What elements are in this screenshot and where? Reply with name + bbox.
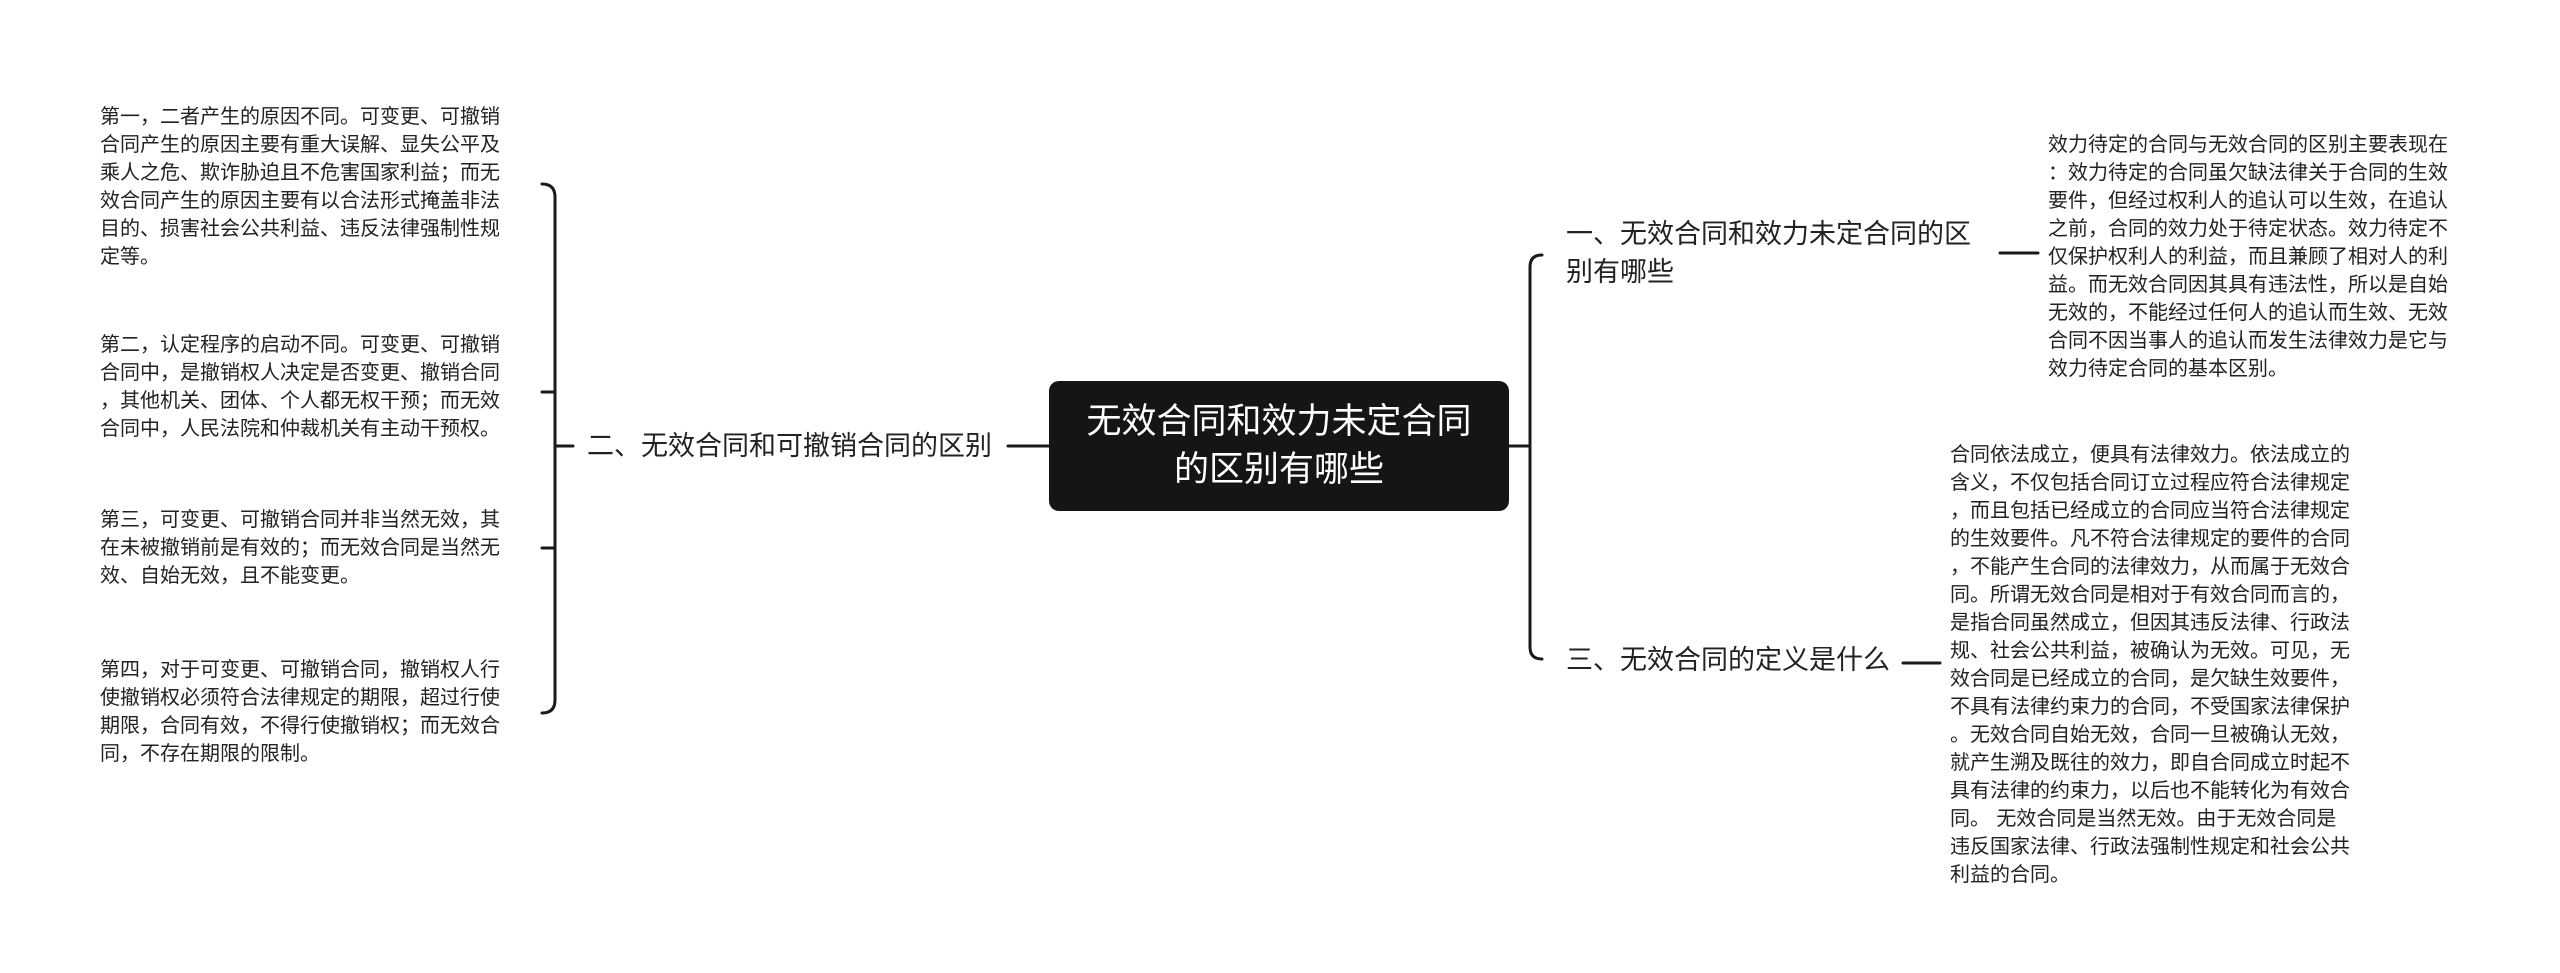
leaf-2-2-text: 第二，认定程序的启动不同。可变更、可撤销 合同中，是撤销权人决定是否变更、撤销合… (100, 332, 500, 440)
leaf-3-1[interactable]: 合同依法成立，便具有法律效力。依法成立的 含义，不仅包括合同订立过程应符合法律规… (1950, 440, 2350, 888)
connector-right-trunk (1528, 253, 1544, 661)
leaf-1-1[interactable]: 效力待定的合同与无效合同的区别主要表现在 ：效力待定的合同虽欠缺法律关于合同的生… (2048, 130, 2448, 382)
branch-2-label: 二、无效合同和可撤销合同的区别 (587, 431, 992, 462)
branch-3-label: 三、无效合同的定义是什么 (1566, 645, 1890, 676)
leaf-2-1[interactable]: 第一，二者产生的原因不同。可变更、可撤销 合同产生的原因主要有重大误解、显失公平… (100, 102, 500, 270)
branch-3[interactable]: 三、无效合同的定义是什么 (1566, 642, 1890, 680)
branch-1-label: 一、无效合同和效力未定合同的区 别有哪些 (1566, 219, 1971, 288)
leaf-2-1-text: 第一，二者产生的原因不同。可变更、可撤销 合同产生的原因主要有重大误解、显失公平… (100, 104, 500, 268)
root-node[interactable]: 无效合同和效力未定合同 的区别有哪些 (1049, 381, 1509, 511)
leaf-3-1-text: 合同依法成立，便具有法律效力。依法成立的 含义，不仅包括合同订立过程应符合法律规… (1950, 442, 2350, 886)
leaf-2-4[interactable]: 第四，对于可变更、可撤销合同，撤销权人行 使撤销权必须符合法律规定的期限，超过行… (100, 655, 500, 767)
leaf-1-1-text: 效力待定的合同与无效合同的区别主要表现在 ：效力待定的合同虽欠缺法律关于合同的生… (2048, 132, 2448, 380)
leaf-2-4-text: 第四，对于可变更、可撤销合同，撤销权人行 使撤销权必须符合法律规定的期限，超过行… (100, 657, 500, 765)
root-title: 无效合同和效力未定合同 的区别有哪些 (1086, 402, 1472, 490)
leaf-2-3[interactable]: 第三，可变更、可撤销合同并非当然无效，其 在未被撤销前是有效的；而无效合同是当然… (100, 505, 500, 589)
connector-branch-2-bracket (540, 182, 557, 715)
leaf-2-3-text: 第三，可变更、可撤销合同并非当然无效，其 在未被撤销前是有效的；而无效合同是当然… (100, 507, 500, 587)
leaf-2-2[interactable]: 第二，认定程序的启动不同。可变更、可撤销 合同中，是撤销权人决定是否变更、撤销合… (100, 330, 500, 442)
branch-1[interactable]: 一、无效合同和效力未定合同的区 别有哪些 (1566, 216, 1971, 292)
branch-2[interactable]: 二、无效合同和可撤销合同的区别 (587, 428, 992, 466)
